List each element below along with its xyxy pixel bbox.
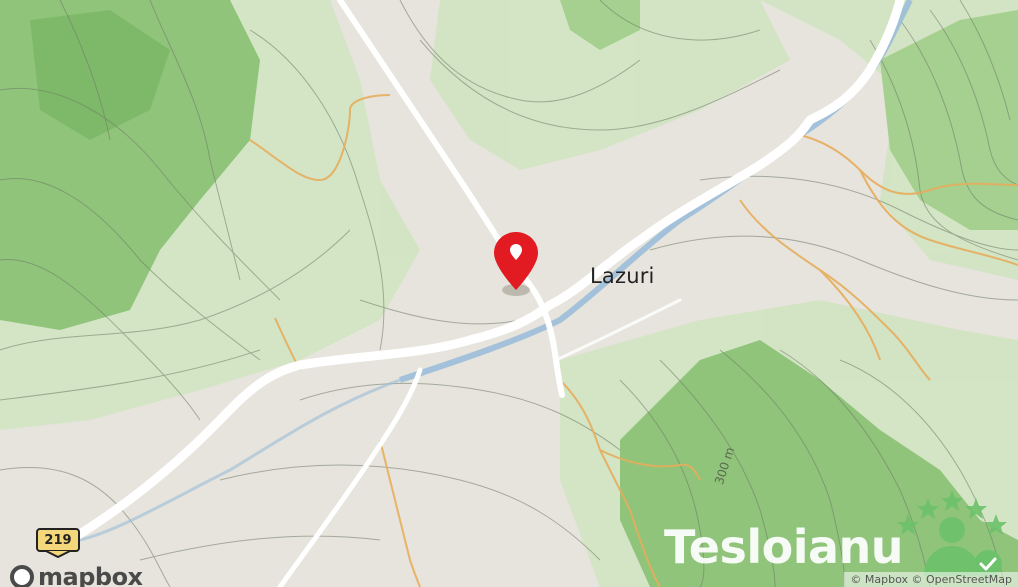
mapbox-logo[interactable]: mapbox bbox=[10, 562, 143, 587]
tracks bbox=[249, 94, 1018, 587]
brand-stars-person-icon bbox=[897, 490, 1007, 578]
location-pin-marker[interactable] bbox=[488, 230, 544, 298]
place-label[interactable]: Lazuri bbox=[590, 264, 655, 288]
mapbox-logo-text: mapbox bbox=[38, 563, 143, 587]
map-attribution[interactable]: © Mapbox © OpenStreetMap bbox=[844, 572, 1018, 587]
brand-icon bbox=[894, 484, 1014, 587]
road-shield: 219 bbox=[36, 528, 80, 559]
mapbox-logo-icon bbox=[10, 565, 34, 587]
road-shield-number: 219 bbox=[44, 533, 72, 548]
brand-watermark: Tesloianu bbox=[664, 520, 904, 574]
location-pin-icon[interactable] bbox=[488, 230, 544, 298]
road-shield-icon bbox=[36, 528, 80, 559]
